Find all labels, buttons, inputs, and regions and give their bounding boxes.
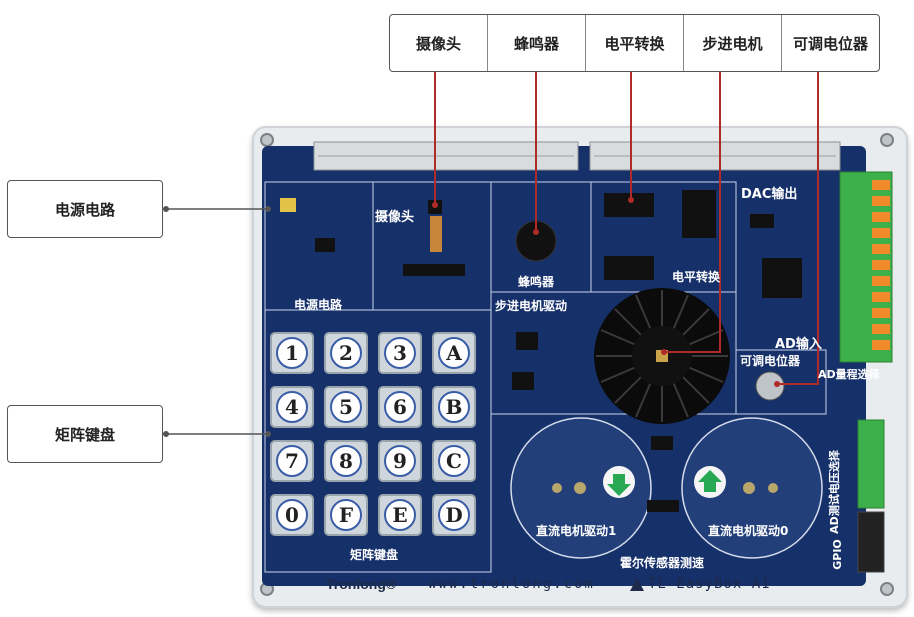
key-button[interactable]: 9	[378, 440, 422, 482]
screw-icon	[880, 582, 894, 596]
key-button[interactable]: 6	[378, 386, 422, 428]
silk-ad-range: AD量程选择	[818, 368, 880, 381]
silk-ad-in: AD输入	[775, 337, 822, 352]
silk-ad-test: AD测试电压选择	[827, 450, 841, 534]
key-button[interactable]: 7	[270, 440, 314, 482]
key-button[interactable]: 0	[270, 494, 314, 536]
key-label: C	[438, 445, 470, 477]
callout-power: 电源电路	[7, 180, 163, 238]
key-label: 3	[384, 337, 416, 369]
silk-gpio: GPIO	[830, 539, 844, 570]
silk-keypad: 矩阵键盘	[350, 548, 399, 562]
silk-buzzer: 蜂鸣器	[518, 275, 555, 289]
key-button[interactable]: C	[432, 440, 476, 482]
key-label: B	[438, 391, 470, 423]
key-label: 4	[276, 391, 308, 423]
key-label: A	[438, 337, 470, 369]
silk-camera: 摄像头	[375, 210, 415, 225]
silk-level-shift: 电平转换	[672, 270, 721, 284]
screw-icon	[880, 133, 894, 147]
key-label: 9	[384, 445, 416, 477]
silk-dc0: 直流电机驱动0	[708, 524, 789, 538]
silk-power: 电源电路	[294, 298, 343, 312]
silk-stepper: 步进电机驱动	[495, 299, 568, 313]
key-button[interactable]: 8	[324, 440, 368, 482]
top-callout-bar: 摄像头 蜂鸣器 电平转换 步进电机 可调电位器	[389, 14, 880, 72]
callout-stepper: 步进电机	[684, 15, 782, 71]
key-label: 0	[276, 499, 308, 531]
callout-keypad: 矩阵键盘	[7, 405, 163, 463]
triangle-logo-icon	[630, 578, 644, 591]
key-label: D	[438, 499, 470, 531]
model-name: TL-EasyBox-A1	[648, 576, 771, 592]
brand-logo: Tronlong®	[326, 576, 397, 592]
key-button[interactable]: 1	[270, 332, 314, 374]
key-button[interactable]: B	[432, 386, 476, 428]
key-label: 1	[276, 337, 308, 369]
silk-dc1: 直流电机驱动1	[536, 524, 617, 538]
callout-buzzer: 蜂鸣器	[488, 15, 586, 71]
silk-hall: 霍尔传感器测速	[620, 556, 705, 570]
silk-dac: DAC输出	[741, 187, 798, 202]
callout-pot: 可调电位器	[792, 34, 868, 53]
key-label: E	[384, 499, 416, 531]
key-button[interactable]: 5	[324, 386, 368, 428]
brand-url: www.tronlong.com	[428, 576, 595, 592]
silk-pot: 可调电位器	[740, 354, 801, 368]
callout-camera: 摄像头	[390, 15, 488, 71]
key-label: 6	[384, 391, 416, 423]
key-button[interactable]: A	[432, 332, 476, 374]
key-label: F	[330, 499, 362, 531]
key-label: 5	[330, 391, 362, 423]
callout-level-shift: 电平转换	[586, 15, 684, 71]
key-button[interactable]: D	[432, 494, 476, 536]
key-label: 2	[330, 337, 362, 369]
key-label: 8	[330, 445, 362, 477]
key-button[interactable]: F	[324, 494, 368, 536]
key-button[interactable]: 3	[378, 332, 422, 374]
key-button[interactable]: 2	[324, 332, 368, 374]
key-button[interactable]: E	[378, 494, 422, 536]
key-button[interactable]: 4	[270, 386, 314, 428]
key-label: 7	[276, 445, 308, 477]
